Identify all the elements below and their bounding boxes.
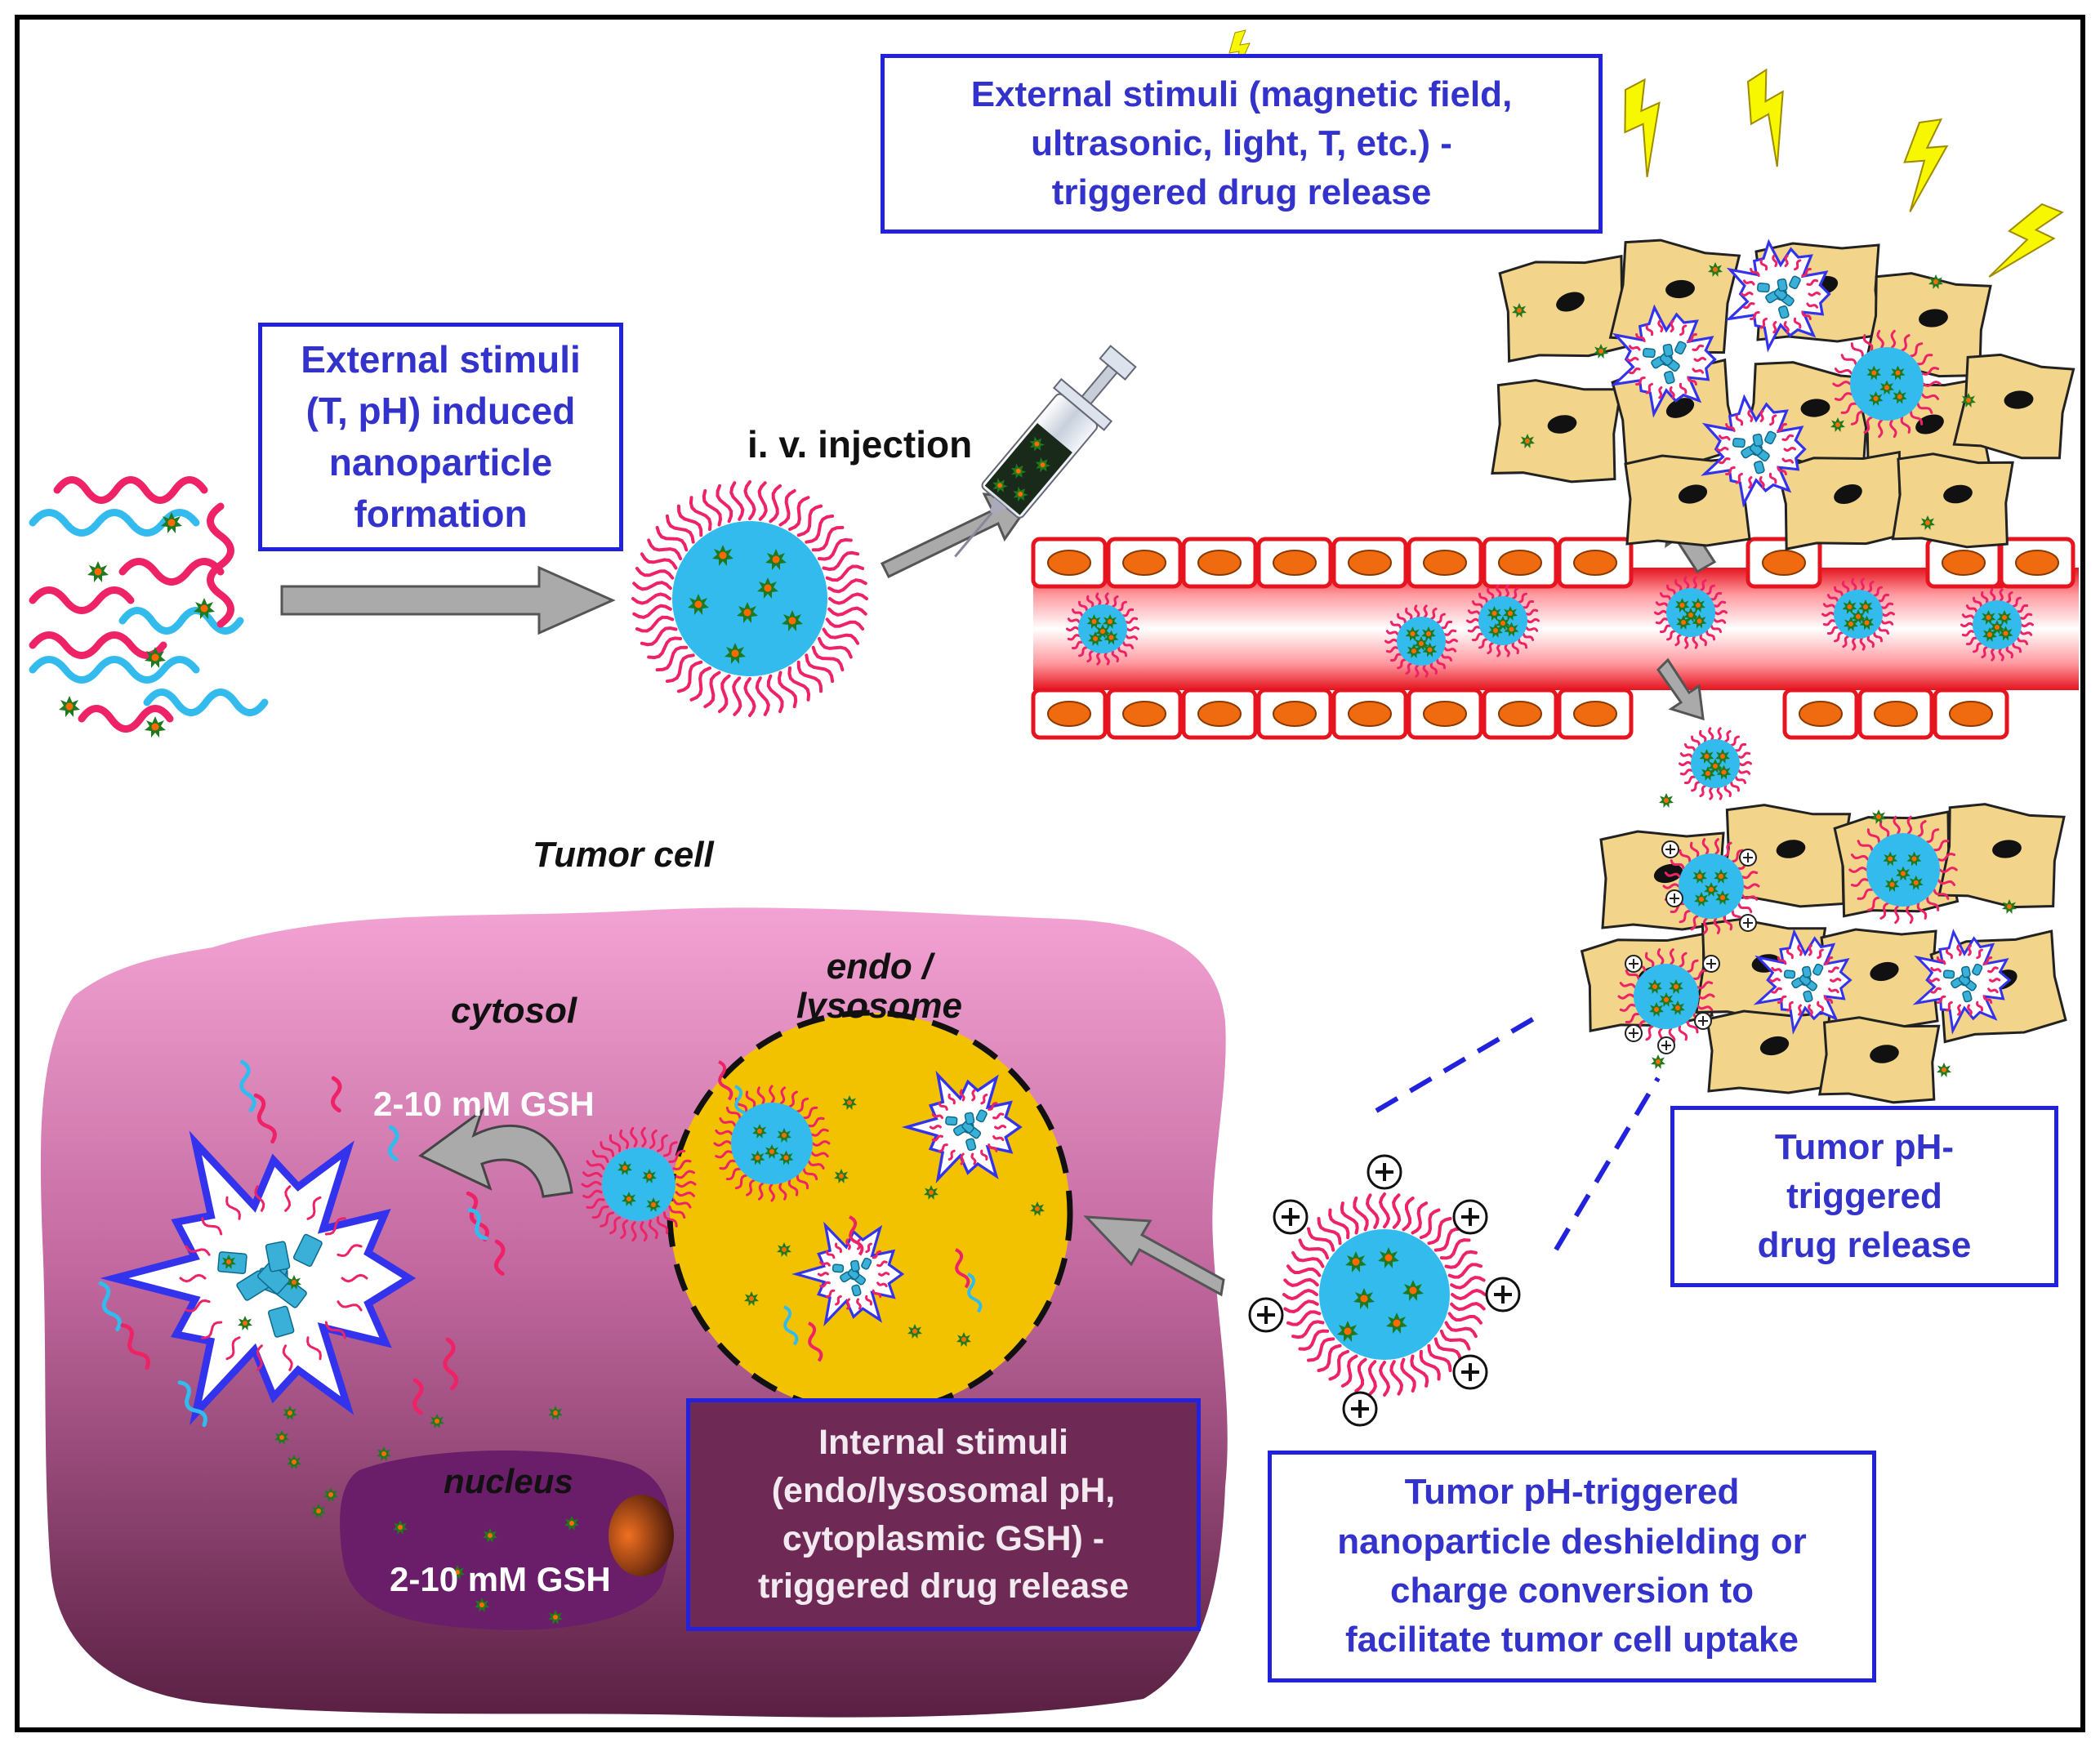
extravasation-arrow-down [1656, 657, 1705, 721]
circulating-nanoparticles [1066, 576, 2034, 800]
internal-stimuli-box: Internal stimuli (endo/lysosomal pH, cyt… [686, 1398, 1201, 1631]
nucleus-gsh-label: 2-10 mM GSH [390, 1560, 611, 1598]
zoom-lines [1375, 1010, 1661, 1251]
iv-injection-label: i. v. injection [747, 423, 973, 466]
cytosol-polymer-chains [98, 1059, 506, 1428]
lysosome-contents [713, 1060, 1045, 1362]
tumor-tissue-bottom [1580, 793, 2067, 1104]
drug-molecule-icon [59, 512, 215, 738]
deshielding-box: Tumor pH-triggered nanoparticle deshield… [1268, 1451, 1876, 1682]
nucleolus [609, 1495, 674, 1576]
tumor-cell-label: Tumor cell [533, 835, 714, 875]
tumor-tissue-top [1491, 238, 2075, 550]
endothelial-cells-bottom [1031, 688, 2009, 740]
nucleus-label: nucleus [444, 1462, 573, 1500]
internal-stimuli-text: Internal stimuli (endo/lysosomal pH, cyt… [757, 1422, 1130, 1607]
tumor-ph-release-box: Tumor pH- triggered drug release [1670, 1106, 2058, 1287]
endothelial-cells-top [1031, 537, 2075, 589]
disassembled-nanoparticle [100, 1130, 417, 1425]
cytosol-nanoparticle [602, 1148, 675, 1221]
nanoparticle-formation-box: External stimuli (T, pH) induced nanopar… [258, 323, 623, 551]
uptake-arrow [1083, 1215, 1225, 1297]
charged-nanoparticle-icon [1319, 1229, 1450, 1360]
nucleus [340, 1451, 671, 1630]
nanoparticle-corona [631, 480, 868, 717]
nanoparticle-icon [672, 521, 827, 676]
polymer-chains-icon [29, 476, 269, 733]
formation-arrow [280, 565, 616, 635]
endo-lysosome [667, 1009, 1073, 1416]
cytosol-gsh-label: 2-10 mM GSH [373, 1085, 595, 1123]
lysosome-label: endo / lysosome [796, 947, 962, 1027]
charged-nanoparticle-corona [1282, 1192, 1487, 1397]
cytosol-nanoparticle-corona [581, 1126, 697, 1242]
tumor-ph-release-text: Tumor pH- triggered drug release [1757, 1126, 1972, 1266]
gsh-release-arrow [418, 1107, 573, 1198]
deshielding-text: Tumor pH-triggered nanoparticle deshield… [1337, 1472, 1807, 1660]
external-stimuli-trigger-box: External stimuli (magnetic field, ultras… [881, 54, 1603, 234]
syringe-icon [954, 345, 1137, 558]
nanoparticle-formation-text: External stimuli (T, pH) induced nanopar… [301, 337, 581, 536]
external-stimuli-trigger-text: External stimuli (magnetic field, ultras… [970, 74, 1513, 213]
cytosol-label: cytosol [451, 991, 577, 1031]
figure-frame [15, 15, 2085, 1732]
